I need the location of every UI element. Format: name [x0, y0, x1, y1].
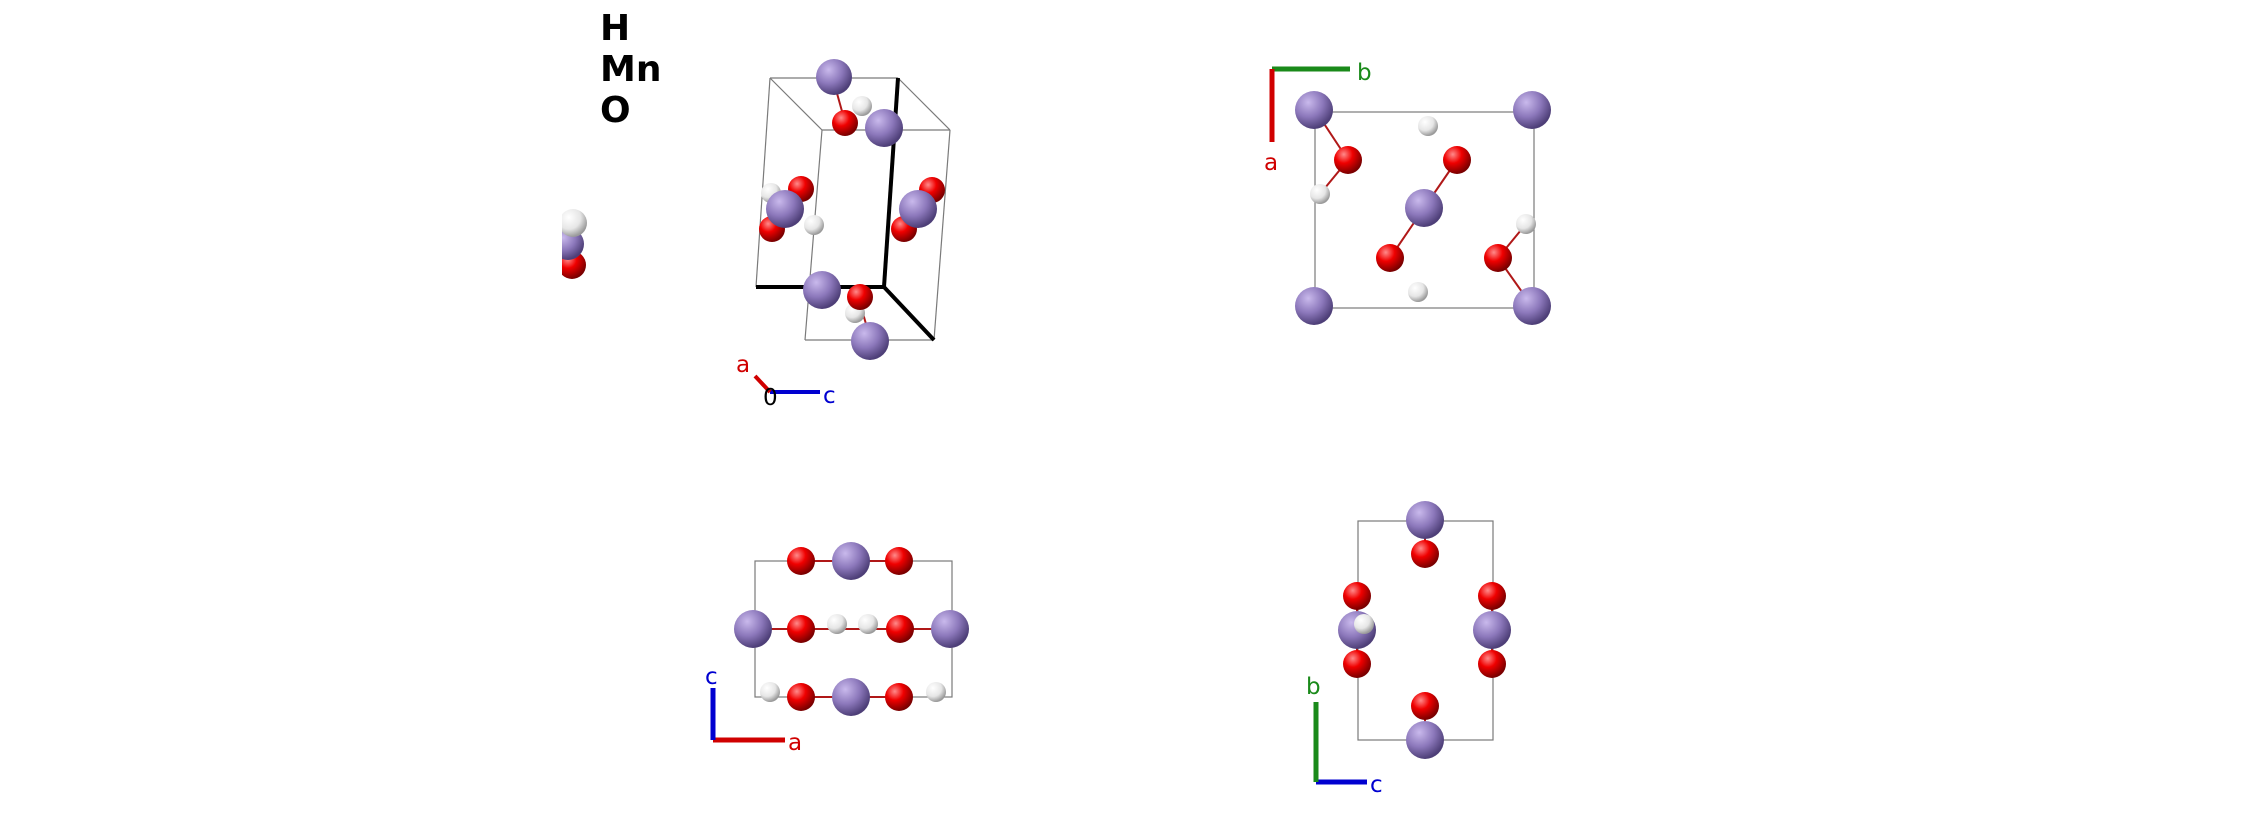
view-along-a: b c — [1306, 501, 1511, 798]
view-along-c: b a — [1264, 60, 1551, 325]
o-atom — [1343, 650, 1371, 678]
o-atom — [885, 547, 913, 575]
element-legend: H Mn O — [600, 8, 661, 131]
axis-indicator-ab: b a — [1264, 60, 1372, 176]
legend-item-o: O — [600, 90, 631, 131]
axis-label-c: c — [823, 383, 836, 409]
h-atom — [858, 614, 878, 634]
mn-atom — [1513, 287, 1551, 325]
h-atom — [760, 682, 780, 702]
perspective-view: a 0 c — [736, 59, 951, 411]
h-atom — [1354, 614, 1374, 634]
legend-item-mn: Mn — [600, 49, 662, 90]
o-atom — [885, 683, 913, 711]
o-atom — [847, 284, 873, 310]
mn-atom — [1406, 721, 1444, 759]
o-atom — [1376, 244, 1404, 272]
o-atom — [886, 615, 914, 643]
o-atom — [1478, 650, 1506, 678]
h-atom — [559, 209, 587, 237]
o-atom — [787, 615, 815, 643]
axis-label-a: a — [1264, 150, 1278, 176]
axis-label-b: b — [1357, 60, 1372, 86]
mn-atom — [1513, 91, 1551, 129]
o-atom — [1484, 244, 1512, 272]
mn-atom — [1406, 501, 1444, 539]
view-along-b: c a — [705, 542, 969, 756]
mn-atom — [816, 59, 852, 95]
mn-atom — [803, 271, 841, 309]
legend-atom-icons — [540, 200, 587, 290]
mn-atom — [1405, 189, 1443, 227]
mn-atom — [1295, 91, 1333, 129]
mn-atom — [865, 109, 903, 147]
mn-atom — [1295, 287, 1333, 325]
mn-atom — [1473, 611, 1511, 649]
mn-atom — [899, 190, 937, 228]
mn-atom — [832, 678, 870, 716]
h-atom — [1310, 184, 1330, 204]
axis-indicator-ca: c a — [705, 664, 802, 756]
h-atom — [852, 96, 872, 116]
mn-atom — [766, 190, 804, 228]
h-atom — [1516, 214, 1536, 234]
axis-indicator-bc: b c — [1306, 674, 1383, 798]
o-atom — [1334, 146, 1362, 174]
mn-atom — [851, 322, 889, 360]
mn-atom — [931, 610, 969, 648]
h-atom — [804, 215, 824, 235]
axis-label-origin: 0 — [763, 385, 778, 411]
h-atom — [1418, 116, 1438, 136]
o-atom — [1411, 540, 1439, 568]
h-atom — [827, 614, 847, 634]
o-atom — [787, 683, 815, 711]
h-atom — [926, 682, 946, 702]
o-atom — [1478, 582, 1506, 610]
h-atom — [1408, 282, 1428, 302]
o-atom — [1443, 146, 1471, 174]
legend-item-h: H — [600, 8, 631, 49]
o-atom — [832, 110, 858, 136]
axis-label-c: c — [1370, 772, 1383, 798]
o-atom — [1411, 692, 1439, 720]
mn-atom — [734, 610, 772, 648]
mn-atom — [832, 542, 870, 580]
o-atom — [787, 547, 815, 575]
o-atom — [1343, 582, 1371, 610]
axis-label-a: a — [736, 352, 750, 378]
axis-label-b: b — [1306, 674, 1321, 700]
axis-label-a: a — [788, 730, 802, 756]
axis-indicator-perspective: a 0 c — [736, 352, 836, 411]
axis-label-c: c — [705, 664, 718, 690]
